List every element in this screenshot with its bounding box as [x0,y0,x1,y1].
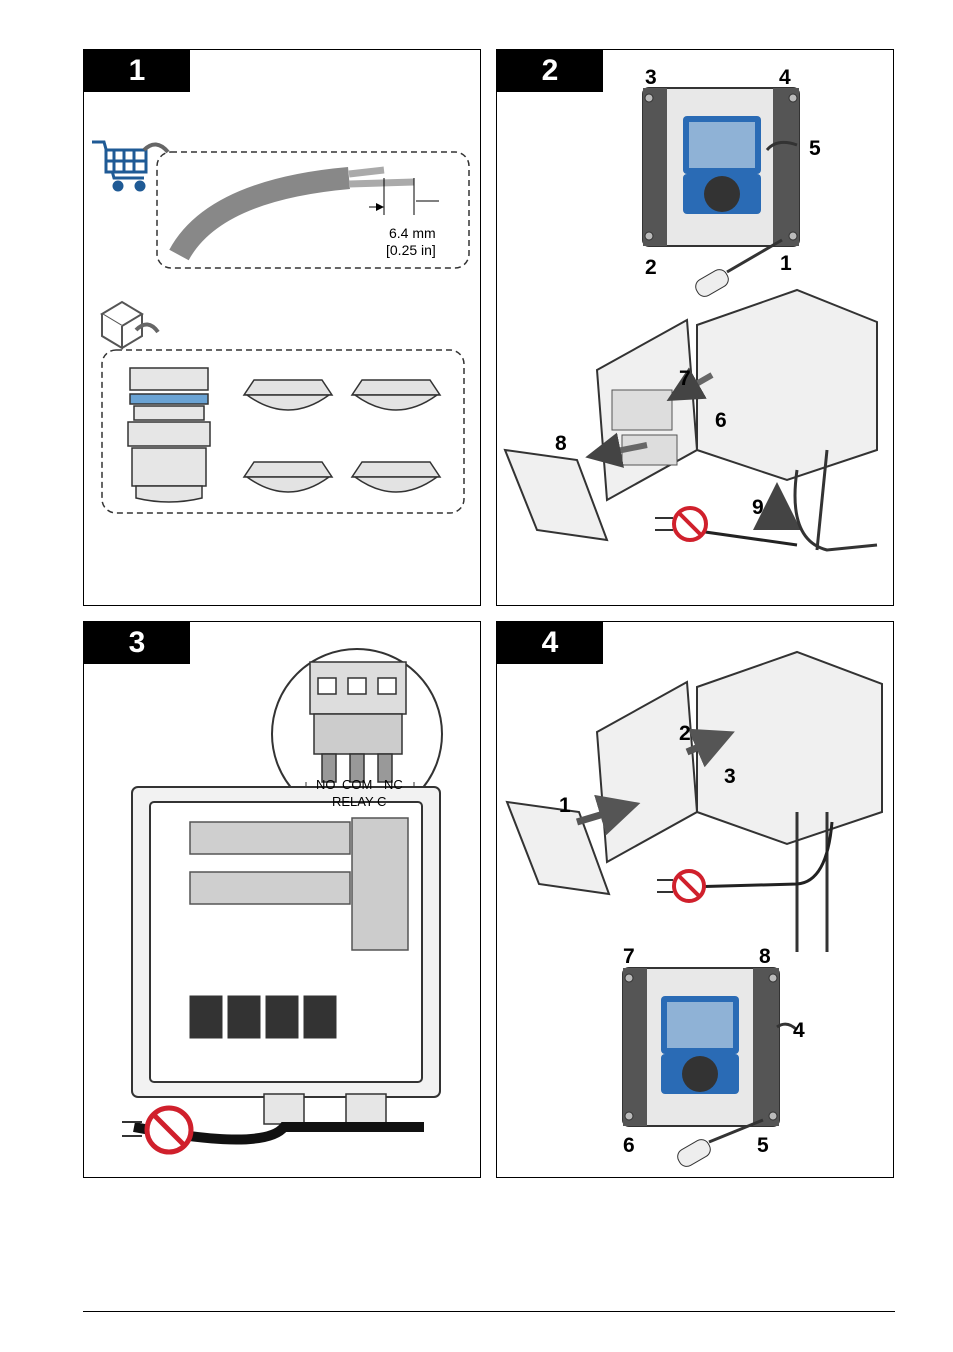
callout-6: 6 [623,1135,635,1156]
footer-rule [83,1311,895,1312]
callout-7: 7 [623,946,635,967]
callout-9: 9 [752,497,764,518]
panel-1-illustration [84,50,481,606]
terminal-label-nc: NC [384,777,403,792]
strip-length-in: [0.25 in] [386,242,436,258]
open-box-icon [102,302,142,348]
screwdriver-icon [693,240,782,299]
step-panel-4: 4 [496,621,894,1178]
callout-5: 5 [809,138,821,159]
step-panel-1: 1 [83,49,481,606]
panel-2-illustration [497,50,894,606]
no-power-plug-icon [655,508,706,540]
callout-3: 3 [645,67,657,88]
controller-front [643,88,799,246]
step-panel-3: 3 [83,621,481,1178]
callout-5: 5 [757,1135,769,1156]
strip-length-mm: 6.4 mm [389,225,436,241]
callout-4: 4 [779,67,791,88]
callout-2: 2 [645,257,657,278]
callout-1: 1 [559,795,571,816]
no-power-plug-icon [657,871,704,901]
relay-label: RELAY C [332,794,386,809]
callout-8: 8 [759,946,771,967]
callout-3: 3 [724,766,736,787]
terminal-label-no: NO [316,777,336,792]
shopping-cart-icon [92,142,146,190]
callout-2: 2 [679,723,691,744]
screwdriver-icon [675,1120,763,1169]
terminal-label-com: COM [342,777,372,792]
controller-front [623,968,779,1126]
callout-8: 8 [555,433,567,454]
panel-4-illustration [497,622,894,1178]
no-power-plug-icon [122,1108,191,1152]
callout-7: 7 [679,368,691,389]
relay-terminal-block [310,662,406,782]
callout-1: 1 [780,253,792,274]
callout-4: 4 [793,1020,805,1041]
callout-6: 6 [715,410,727,431]
panel-3-illustration [84,622,481,1178]
step-panel-2: 2 [496,49,894,606]
